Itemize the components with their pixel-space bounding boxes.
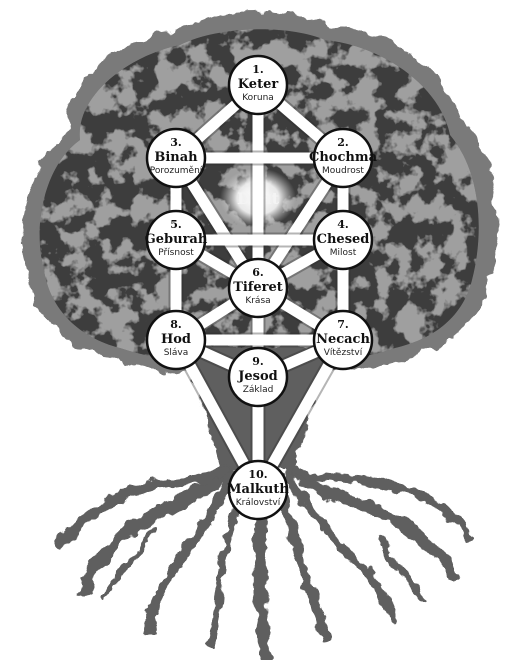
sefira-number: 4.	[337, 218, 348, 231]
root-9	[291, 468, 474, 544]
sefira-circle	[227, 257, 289, 319]
sefira-name: Jesod	[237, 369, 278, 384]
tree-roots	[55, 464, 474, 660]
sefira-name: Chochma	[309, 150, 378, 165]
root-8	[55, 467, 230, 550]
root-7	[286, 464, 461, 581]
sefira-name: Hod	[161, 332, 191, 347]
root-1	[79, 464, 231, 596]
sefira-meaning: Přísnost	[158, 248, 194, 258]
sefira-circle	[312, 309, 374, 371]
sefira-meaning: Milost	[330, 248, 357, 258]
sefira-number: 3.	[170, 136, 181, 149]
root-11	[377, 537, 428, 603]
sefira-number: 1.	[252, 63, 263, 76]
sefira-meaning: Sláva	[164, 348, 189, 358]
sefira-meaning: Krása	[245, 296, 270, 306]
sefira-number: 10.	[248, 468, 267, 481]
sefira-meaning: Koruna	[242, 93, 274, 103]
sefira-number: 8.	[170, 318, 181, 331]
sefira-name: Tiferet	[233, 280, 283, 295]
sefira-meaning: Vítězství	[324, 348, 363, 358]
root-5	[275, 475, 330, 645]
sefira-name: Malkuth	[227, 482, 289, 497]
root-10	[102, 527, 153, 598]
sefira-circle	[227, 346, 289, 408]
sefira-name: Chesed	[317, 232, 370, 247]
sefira-circle	[312, 127, 374, 189]
sefira-circle	[145, 309, 207, 371]
sefira-meaning: Království	[236, 498, 281, 508]
sefira-name: Necach	[316, 332, 370, 347]
sefira-circle	[145, 127, 207, 189]
sefira-number: 9.	[252, 355, 263, 368]
sefira-circle	[312, 209, 374, 271]
sefira-name: Geburah	[145, 232, 208, 247]
sefira-name: Binah	[154, 150, 198, 165]
root-2	[143, 470, 235, 635]
sefira-meaning: Moudrost	[322, 166, 364, 176]
sefira-number: 6.	[252, 266, 263, 279]
sefira-name: Keter	[238, 77, 279, 92]
sefira-meaning: Základ	[243, 385, 274, 395]
sefira-number: 2.	[337, 136, 348, 149]
root-3	[208, 476, 244, 649]
sefira-number: 7.	[337, 318, 348, 331]
sefira-circle	[145, 209, 207, 271]
sefira-circle	[227, 459, 289, 521]
sefira-circle	[227, 54, 289, 116]
sefira-meaning: Porozumění	[150, 166, 203, 176]
sefira-number: 5.	[170, 218, 181, 231]
root-6	[284, 471, 396, 624]
